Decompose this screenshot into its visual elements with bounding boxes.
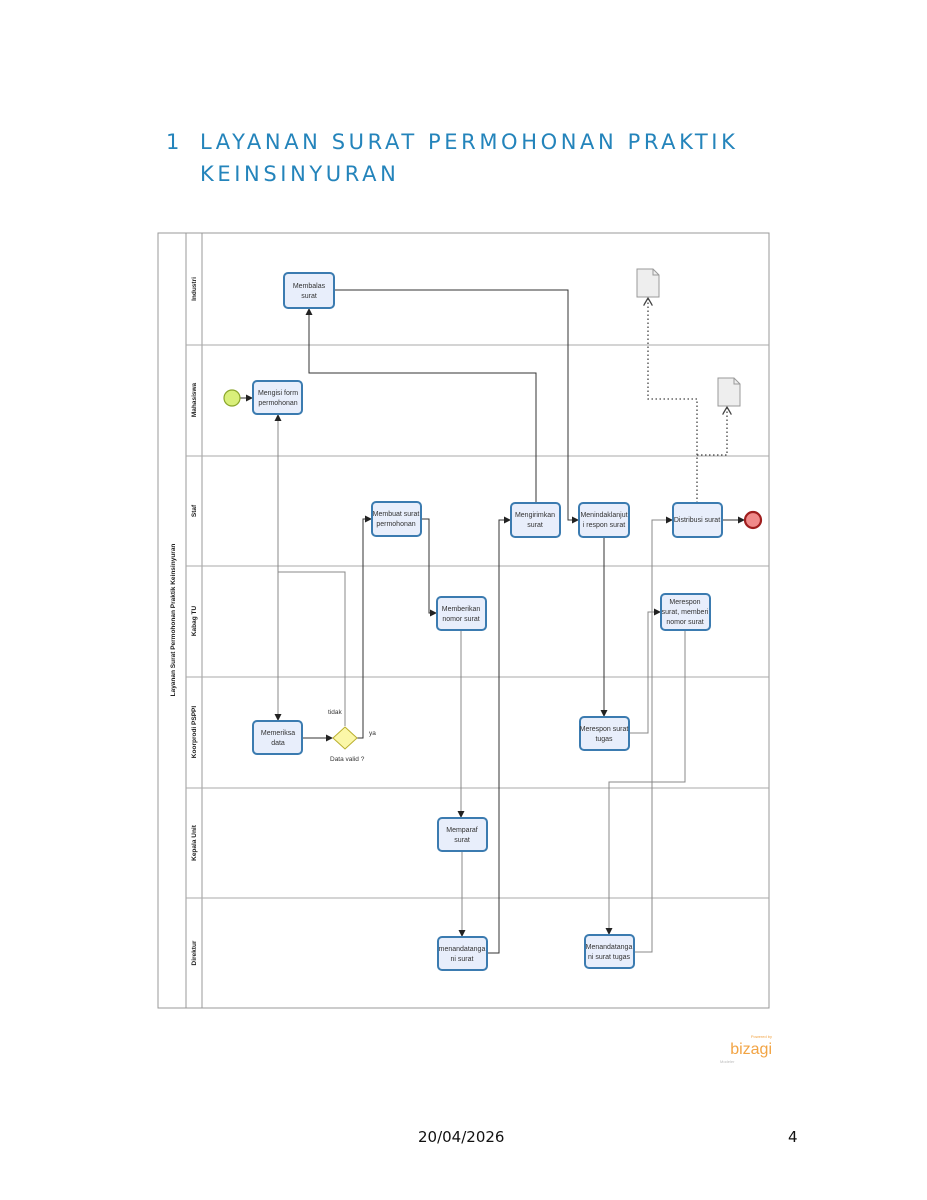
footer-date: 20/04/2026 [418, 1128, 505, 1146]
svg-text:surat: surat [454, 837, 470, 844]
svg-text:Menindaklanjut: Menindaklanjut [580, 512, 627, 519]
document-icon [717, 377, 741, 407]
bizagi-logo: Powered by bizagi Modeler [712, 1034, 772, 1065]
logo-product: Modeler [720, 1059, 735, 1064]
svg-text:surat: surat [301, 293, 317, 300]
task-distribusi-surat: Distribusi surat [672, 502, 723, 538]
lane-staf: Staf [191, 504, 198, 517]
svg-text:Membuat surat: Membuat surat [373, 511, 420, 518]
lane-industri: Industri [191, 277, 198, 301]
svg-text:Membalas: Membalas [293, 283, 326, 290]
svg-text:permohonan: permohonan [376, 521, 415, 528]
logo-brand: bizagi [730, 1041, 772, 1058]
svg-text:Distribusi surat: Distribusi surat [674, 517, 720, 524]
task-membuat-surat: Membuat surat permohonan [371, 501, 422, 537]
task-merespon-memberi-nomor: Merespon surat, memberi nomor surat [660, 593, 711, 631]
lane-kabag-tu: Kabag TU [191, 606, 198, 637]
svg-text:menandatanga: menandatanga [439, 946, 486, 953]
start-event [223, 389, 241, 407]
task-merespon-surat-tugas: Merespon surat tugas [579, 716, 630, 751]
lane-direktur: Direktur [191, 940, 198, 965]
lane-koorprodi: Koorprodi PSPPI [191, 706, 198, 759]
task-mengisi-form: Mengisi form permohonan [252, 380, 303, 415]
section-title: LAYANAN SURAT PERMOHONAN PRAKTIK KEINSIN… [200, 130, 739, 186]
gateway-data-valid: tidak ya Data valid ? [328, 709, 376, 763]
svg-text:Memberikan: Memberikan [442, 606, 481, 613]
svg-text:Merespon surat: Merespon surat [580, 726, 629, 733]
lanes: Industri Mahasiswa Staf Kabag TU Koorpro… [186, 277, 769, 965]
svg-text:Mengisi form: Mengisi form [258, 390, 298, 397]
svg-text:ni surat: ni surat [451, 956, 474, 963]
sequence-flows [240, 289, 745, 954]
svg-text:permohonan: permohonan [258, 400, 297, 407]
task-menandatangani-surat-tugas: Menandatanga ni surat tugas [584, 934, 635, 969]
task-memparaf-surat: Memparaf surat [437, 817, 488, 852]
svg-text:Merespon: Merespon [669, 599, 700, 606]
task-memeriksa-data: Memeriksa data [252, 720, 303, 755]
task-menindaklanjuti: Menindaklanjut i respon surat [578, 502, 630, 538]
svg-text:Memeriksa: Memeriksa [261, 730, 295, 737]
svg-text:surat: surat [527, 522, 543, 529]
task-menandatangani-surat: menandatanga ni surat [437, 936, 488, 971]
svg-text:data: data [271, 740, 285, 747]
svg-text:ni surat tugas: ni surat tugas [588, 954, 631, 961]
svg-text:tugas: tugas [595, 736, 613, 743]
svg-text:nomor surat: nomor surat [442, 616, 479, 623]
svg-text:nomor surat: nomor surat [666, 619, 703, 626]
svg-text:i respon surat: i respon surat [583, 522, 625, 529]
svg-text:surat, memberi: surat, memberi [662, 609, 709, 616]
svg-text:Mengirimkan: Mengirimkan [515, 512, 555, 519]
page-number: 4 [788, 1128, 798, 1146]
gateway-label: Data valid ? [330, 756, 365, 763]
svg-text:Memparaf: Memparaf [446, 827, 478, 834]
data-associations [648, 298, 727, 503]
task-membalas-surat: Membalas surat [283, 272, 335, 309]
pool-label: Layanan Surat Permohonan Praktik Keinsin… [170, 544, 177, 697]
task-memberikan-nomor: Memberikan nomor surat [436, 596, 487, 631]
section-number: 1 [166, 130, 183, 154]
end-event [743, 510, 763, 530]
svg-text:Menandatanga: Menandatanga [586, 944, 633, 951]
lane-mahasiswa: Mahasiswa [191, 382, 198, 417]
task-mengirimkan-surat: Mengirimkan surat [510, 502, 561, 538]
gateway-yes-label: ya [369, 730, 376, 737]
gateway-no-label: tidak [328, 709, 342, 716]
logo-powered: Powered by [750, 1034, 772, 1039]
lane-kepala-unit: Kepala Unit [191, 824, 198, 861]
document-icon [636, 268, 660, 298]
